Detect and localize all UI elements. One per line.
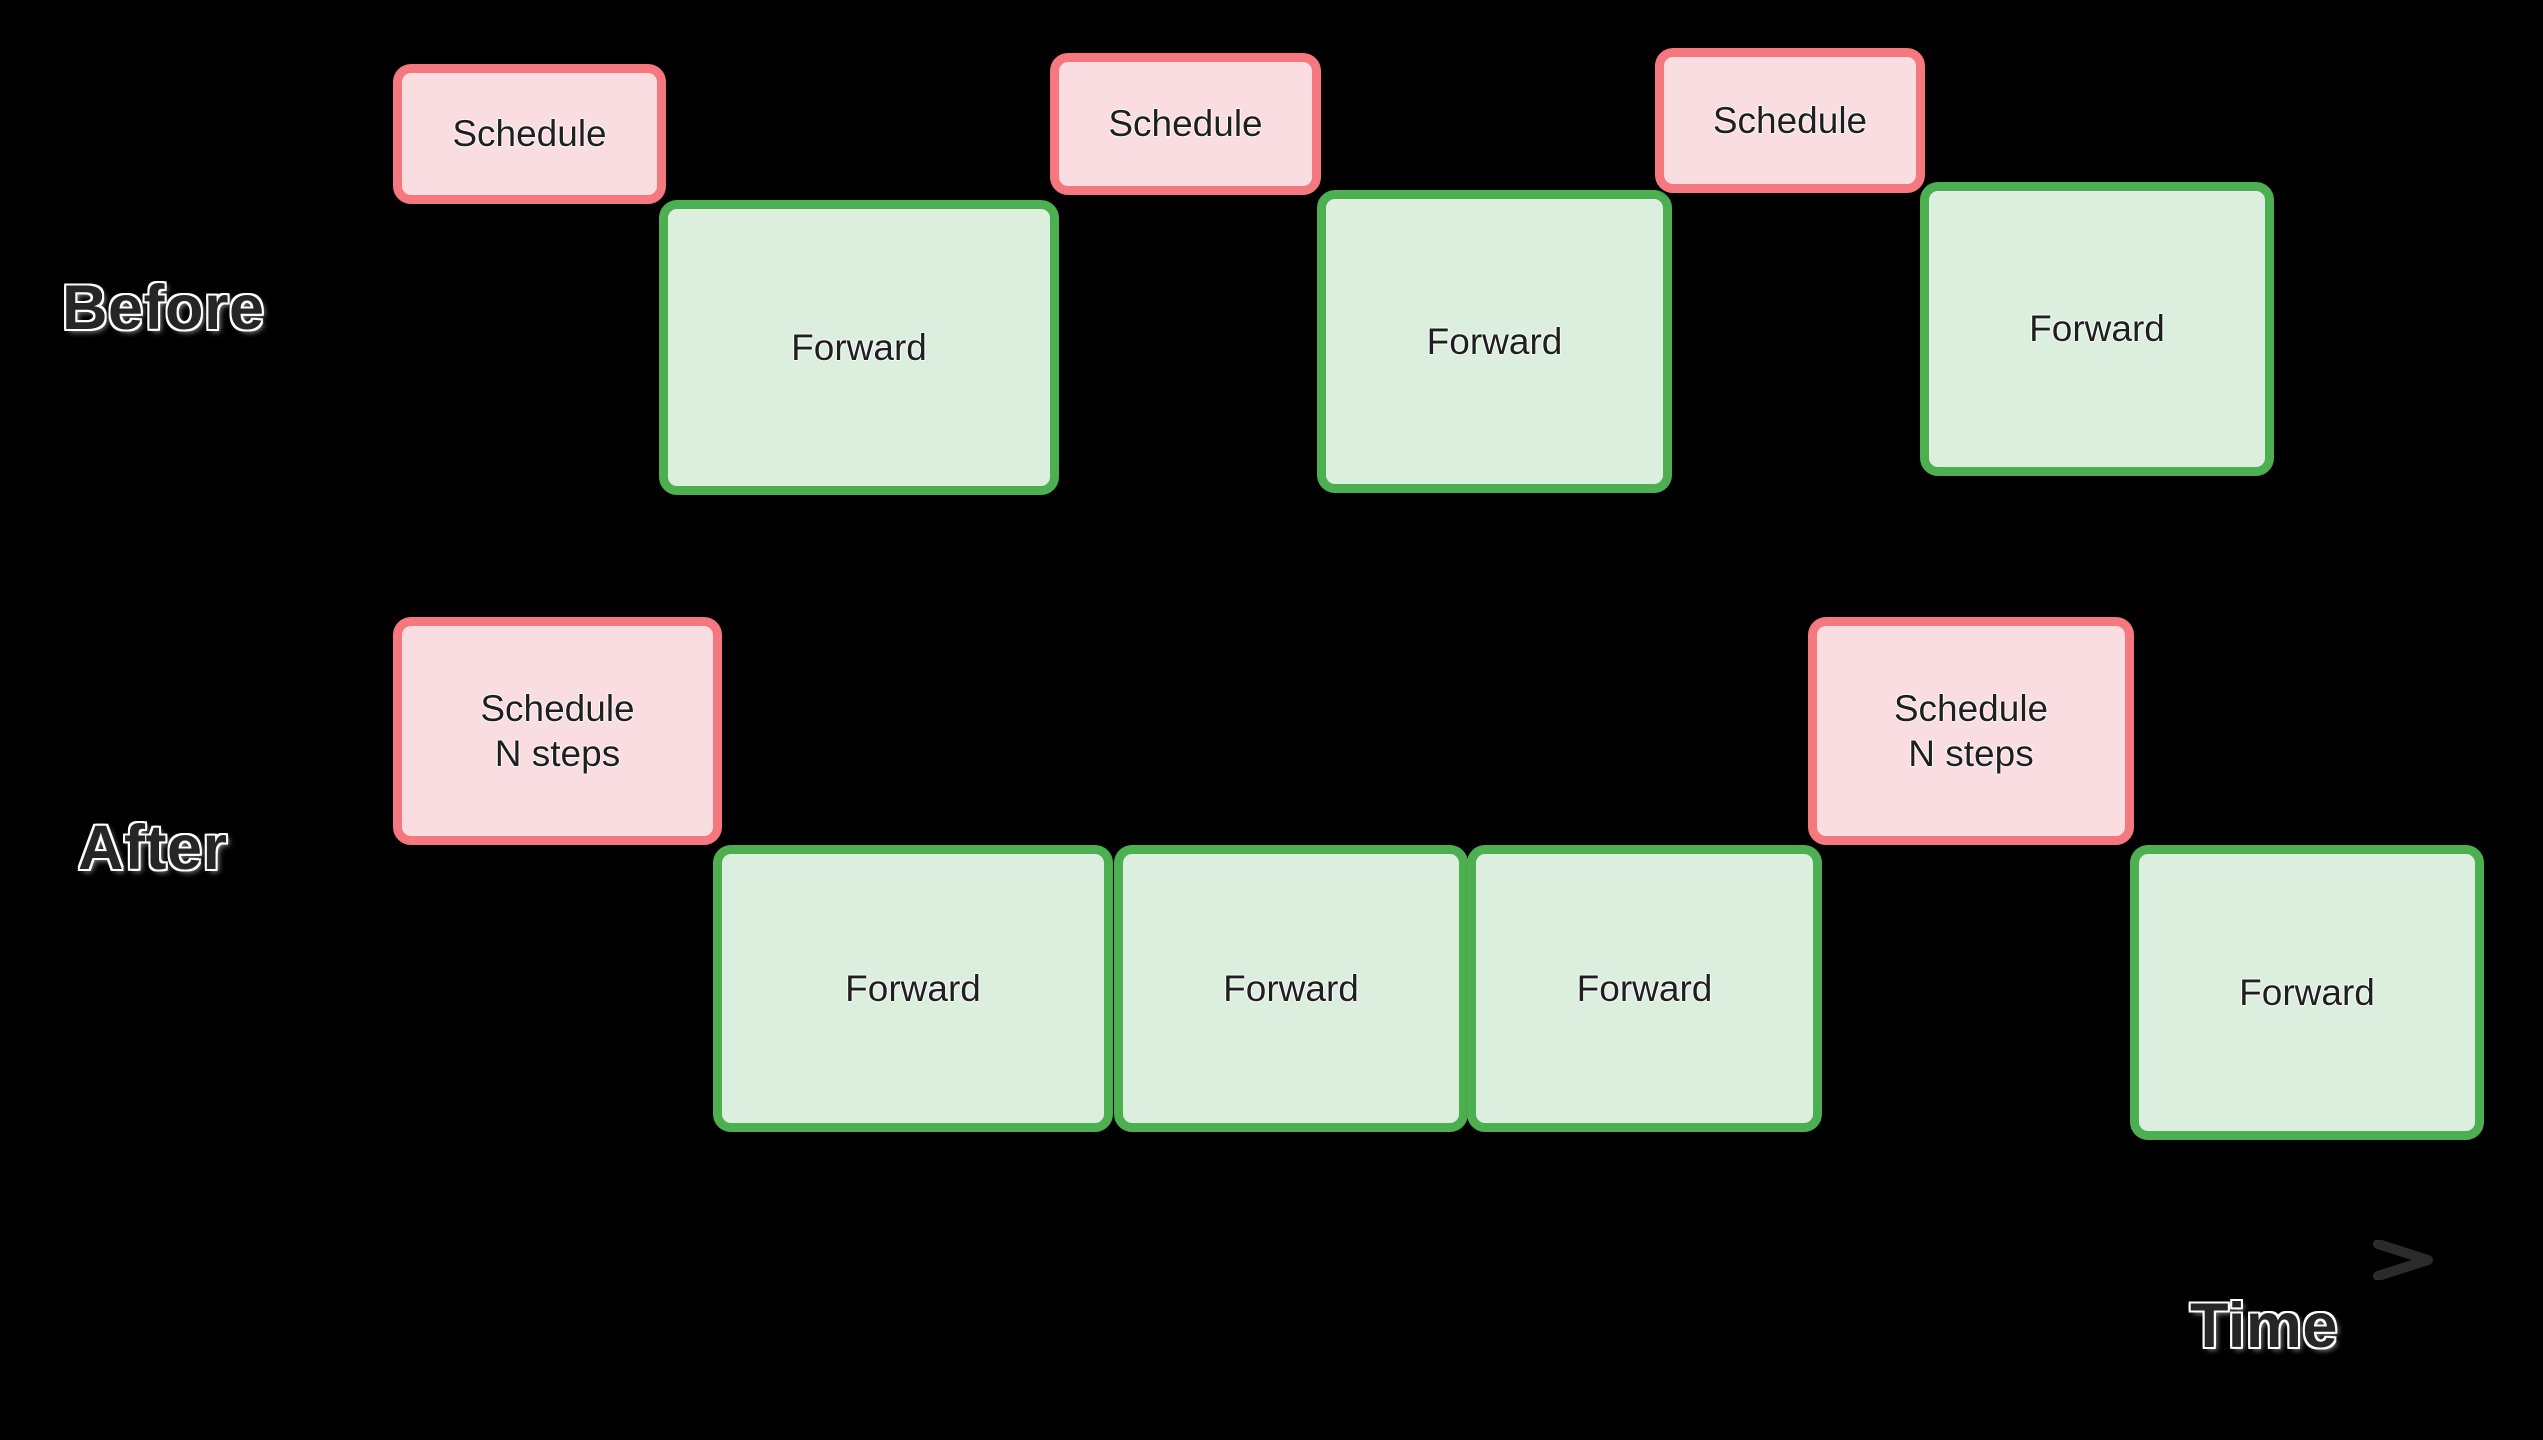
schedule-block-before-1[interactable]: Schedule bbox=[393, 64, 666, 204]
forward-block-label: Forward bbox=[1223, 967, 1359, 1009]
forward-block-before-6[interactable]: Forward bbox=[1920, 182, 2274, 476]
schedule-block-label: Schedule N steps bbox=[1893, 687, 2049, 774]
time-axis-label: Time bbox=[2190, 1291, 2338, 1361]
schedule-block-before-5[interactable]: Schedule bbox=[1655, 48, 1925, 193]
schedule-block-after-5[interactable]: Schedule N steps bbox=[1808, 617, 2134, 845]
forward-block-label: Forward bbox=[2239, 971, 2375, 1013]
time-axis-arrow bbox=[380, 1240, 2440, 1280]
schedule-block-label: Schedule bbox=[1712, 99, 1868, 141]
forward-block-label: Forward bbox=[1576, 967, 1713, 1009]
row-label-before: Before bbox=[62, 273, 265, 343]
forward-block-after-6[interactable]: Forward bbox=[2130, 845, 2484, 1140]
schedule-block-label: Schedule bbox=[452, 113, 607, 155]
forward-block-before-2[interactable]: Forward bbox=[659, 200, 1059, 495]
forward-block-label: Forward bbox=[2029, 308, 2165, 350]
forward-block-after-3[interactable]: Forward bbox=[1114, 845, 1468, 1132]
forward-block-label: Forward bbox=[1426, 320, 1563, 362]
schedule-block-label: Schedule bbox=[1108, 103, 1263, 145]
schedule-block-before-3[interactable]: Schedule bbox=[1050, 53, 1321, 195]
forward-block-after-2[interactable]: Forward bbox=[713, 845, 1113, 1132]
schedule-block-label: Schedule N steps bbox=[480, 687, 635, 774]
schedule-block-after-1[interactable]: Schedule N steps bbox=[393, 617, 722, 845]
forward-block-label: Forward bbox=[791, 326, 927, 368]
row-label-after: After bbox=[78, 813, 228, 883]
forward-block-before-4[interactable]: Forward bbox=[1317, 190, 1672, 493]
forward-block-after-4[interactable]: Forward bbox=[1467, 845, 1822, 1132]
forward-block-label: Forward bbox=[845, 967, 981, 1009]
